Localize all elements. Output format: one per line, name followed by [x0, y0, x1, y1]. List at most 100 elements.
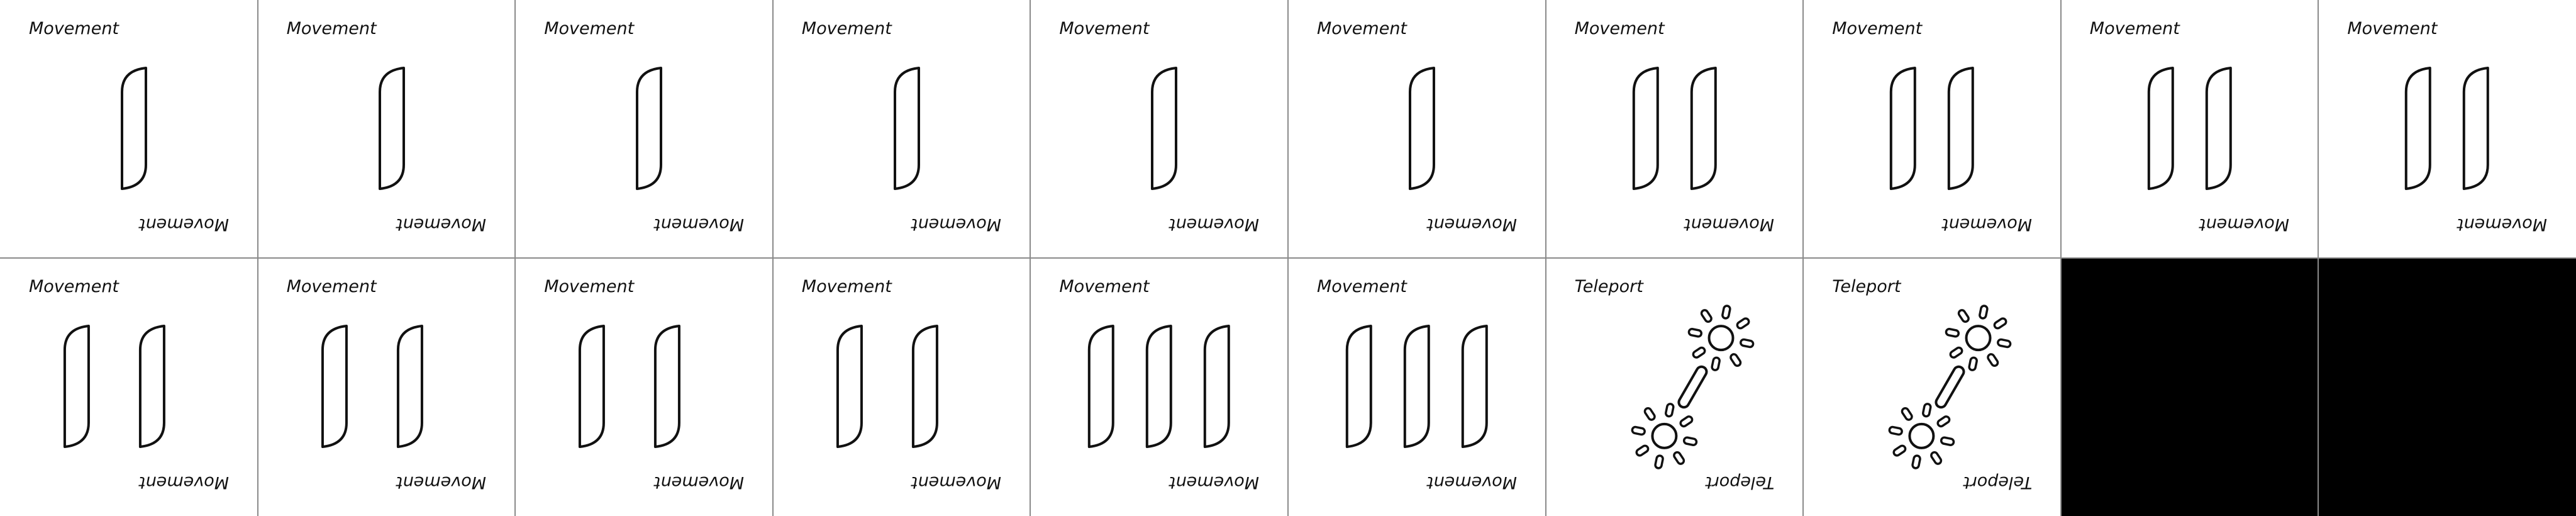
- movement-blade-shape: [396, 325, 423, 448]
- row-divider: [0, 257, 2576, 259]
- teleport-link-shape: [1677, 365, 1708, 409]
- empty-card-slot: [2060, 258, 2319, 516]
- movement-blade-shape: [1632, 67, 1659, 190]
- movement-blade-icon: [1889, 67, 1974, 190]
- movement-blade-icon: [2147, 67, 2232, 190]
- movement-blade-icon: [1088, 325, 1231, 448]
- card-title: Movement: [544, 19, 635, 38]
- card-title-inverted: Movement: [2457, 215, 2547, 234]
- card-title-inverted: Teleport: [1963, 473, 2032, 492]
- movement-blade-icon: [1408, 67, 1435, 190]
- movement-blade-shape: [1151, 67, 1178, 190]
- card-title: Movement: [1317, 19, 1407, 38]
- movement-blade-shape: [893, 67, 920, 190]
- card-title: Movement: [1832, 19, 1923, 38]
- card-title: Teleport: [1832, 277, 1901, 296]
- movement-blade-shape: [2463, 67, 2490, 190]
- movement-blade-shape: [654, 325, 681, 448]
- card-title: Movement: [2089, 19, 2180, 38]
- movement-blade-shape: [120, 67, 147, 190]
- movement-blade-icon: [1151, 67, 1178, 190]
- card-title-inverted: Movement: [396, 215, 487, 234]
- card-title: Movement: [29, 19, 119, 38]
- movement-blade-shape: [1461, 325, 1488, 448]
- movement-blade-icon: [2405, 67, 2490, 190]
- card-title-inverted: Movement: [653, 215, 744, 234]
- card-title-inverted: Movement: [1941, 215, 2032, 234]
- card-title: Movement: [1574, 19, 1665, 38]
- card-title-inverted: Movement: [138, 215, 229, 234]
- card-title-inverted: Movement: [2199, 215, 2290, 234]
- card-title: Movement: [801, 19, 892, 38]
- card-title-inverted: Movement: [653, 473, 744, 492]
- movement-blade-shape: [1408, 67, 1435, 190]
- movement-blade-shape: [2405, 67, 2432, 190]
- card-title-inverted: Movement: [1684, 215, 1775, 234]
- movement-blade-shape: [1947, 67, 1974, 190]
- card-title-inverted: Movement: [911, 473, 1002, 492]
- card-title: Movement: [1317, 277, 1407, 296]
- movement-blade-icon: [378, 67, 405, 190]
- movement-blade-shape: [1690, 67, 1717, 190]
- movement-blade-icon: [120, 67, 147, 190]
- card-title-inverted: Movement: [396, 473, 487, 492]
- movement-blade-shape: [1088, 325, 1115, 448]
- movement-blade-icon: [321, 325, 423, 448]
- movement-blade-shape: [2147, 67, 2174, 190]
- card-title: Movement: [1059, 19, 1150, 38]
- card-title-inverted: Teleport: [1705, 473, 1775, 492]
- card-title: Movement: [286, 19, 377, 38]
- empty-card-slot: [2318, 258, 2576, 516]
- movement-blade-icon: [893, 67, 920, 190]
- teleport-sun-icon: [1888, 305, 2012, 469]
- teleport-link-shape: [1935, 365, 1965, 409]
- sun-shape: [1687, 305, 1754, 371]
- movement-blade-shape: [636, 67, 663, 190]
- sun-shape: [1945, 305, 2012, 371]
- sun-shape: [1888, 403, 1955, 469]
- movement-blade-icon: [579, 325, 681, 448]
- movement-blade-shape: [836, 325, 863, 448]
- movement-blade-shape: [2205, 67, 2232, 190]
- movement-blade-shape: [138, 325, 165, 448]
- card-title-inverted: Movement: [1169, 473, 1259, 492]
- movement-blade-shape: [1889, 67, 1916, 190]
- movement-blade-icon: [1632, 67, 1717, 190]
- movement-blade-shape: [579, 325, 606, 448]
- card-title-inverted: Movement: [1426, 473, 1517, 492]
- sun-shape: [1631, 403, 1697, 469]
- movement-blade-icon: [1345, 325, 1488, 448]
- card-title: Movement: [2347, 19, 2438, 38]
- card-title: Movement: [29, 277, 119, 296]
- movement-blade-icon: [63, 325, 165, 448]
- movement-blade-shape: [63, 325, 90, 448]
- movement-blade-shape: [321, 325, 348, 448]
- card-title: Movement: [286, 277, 377, 296]
- card-title: Movement: [1059, 277, 1150, 296]
- movement-blade-icon: [836, 325, 938, 448]
- movement-blade-shape: [1146, 325, 1173, 448]
- card-title: Movement: [544, 277, 635, 296]
- teleport-sun-icon: [1631, 305, 1754, 469]
- movement-blade-shape: [1204, 325, 1231, 448]
- card-title-inverted: Movement: [911, 215, 1002, 234]
- card-title-inverted: Movement: [138, 473, 229, 492]
